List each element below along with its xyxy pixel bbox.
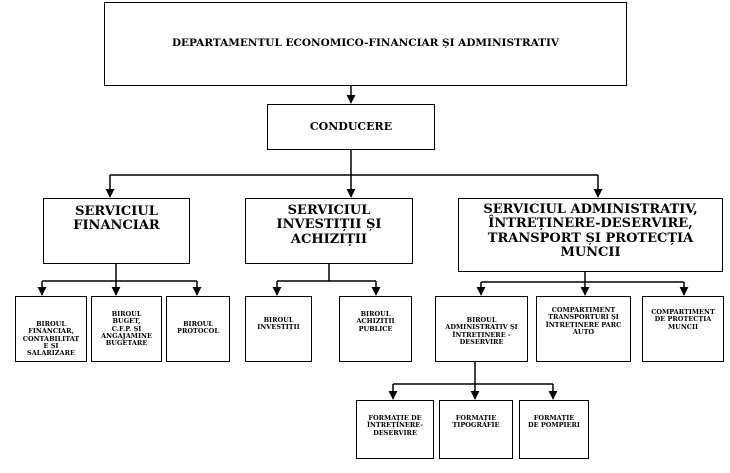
- protocol-office-title: BIROUL PROTOCOL: [177, 320, 219, 336]
- leadership-title: CONDUCERE: [309, 120, 393, 134]
- leadership-box: CONDUCERE: [267, 104, 435, 150]
- firefighters-formation-title: FORMAȚIE DE POMPIERI: [528, 414, 580, 430]
- procurement-office-box: BIROUL ACHIZIȚII PUBLICE: [339, 296, 412, 362]
- printing-formation-box: FORMAȚIE TIPOGRAFIE: [439, 400, 513, 459]
- admin-maintenance-office-box: BIROUL ADMINISTRATIV ȘI ÎNTREȚINERE - DE…: [435, 296, 528, 362]
- investments-service-box: SERVICIUL INVESTIȚII ȘI ACHIZIȚII: [245, 198, 413, 264]
- financial-accounting-office-title: BIROUL FINANCIAR, CONTABILITAT E ȘI SALA…: [22, 320, 80, 358]
- protocol-office-box: BIROUL PROTOCOL: [166, 296, 230, 362]
- transport-compartment-title: COMPARTIMENT TRANSPORTURI ȘI ÎNTREȚINERE…: [545, 306, 622, 336]
- financial-service-title: SERVICIUL FINANCIAR: [73, 204, 160, 234]
- admin-maintenance-office-title: BIROUL ADMINISTRATIV ȘI ÎNTREȚINERE - DE…: [445, 316, 518, 346]
- budget-office-box: BIROUL BUGET, C.F.P. ȘI ANGAJAMINE BUGET…: [91, 296, 162, 362]
- department-title: DEPARTAMENTUL ECONOMICO-FINANCIAR ȘI ADM…: [171, 37, 560, 50]
- firefighters-formation-box: FORMAȚIE DE POMPIERI: [519, 400, 589, 459]
- budget-office-title: BIROUL BUGET, C.F.P. ȘI ANGAJAMINE BUGET…: [101, 310, 152, 348]
- investments-office-title: BIROUL INVESTIȚII: [257, 316, 300, 332]
- labor-protection-compartment-box: COMPARTIMENT DE PROTECȚIA MUNCII: [642, 296, 724, 362]
- administrative-service-box: SERVICIUL ADMINISTRATIV, ÎNTREȚINERE-DES…: [458, 198, 723, 272]
- transport-compartment-box: COMPARTIMENT TRANSPORTURI ȘI ÎNTREȚINERE…: [536, 296, 631, 362]
- financial-accounting-office-box: BIROUL FINANCIAR, CONTABILITAT E ȘI SALA…: [15, 296, 87, 362]
- maintenance-formation-title: FORMAȚIE DE ÎNTREȚINERE- DESERVIRE: [366, 414, 424, 437]
- procurement-office-title: BIROUL ACHIZIȚII PUBLICE: [356, 310, 395, 333]
- administrative-service-title: SERVICIUL ADMINISTRATIV, ÎNTREȚINERE-DES…: [483, 202, 698, 260]
- printing-formation-title: FORMAȚIE TIPOGRAFIE: [452, 414, 500, 430]
- investments-office-box: BIROUL INVESTIȚII: [245, 296, 312, 362]
- maintenance-formation-box: FORMAȚIE DE ÎNTREȚINERE- DESERVIRE: [356, 400, 434, 459]
- labor-protection-compartment-title: COMPARTIMENT DE PROTECȚIA MUNCII: [651, 308, 715, 331]
- investments-service-title: SERVICIUL INVESTIȚII ȘI ACHIZIȚII: [276, 203, 382, 247]
- financial-service-box: SERVICIUL FINANCIAR: [43, 198, 190, 264]
- department-box: DEPARTAMENTUL ECONOMICO-FINANCIAR ȘI ADM…: [104, 2, 627, 86]
